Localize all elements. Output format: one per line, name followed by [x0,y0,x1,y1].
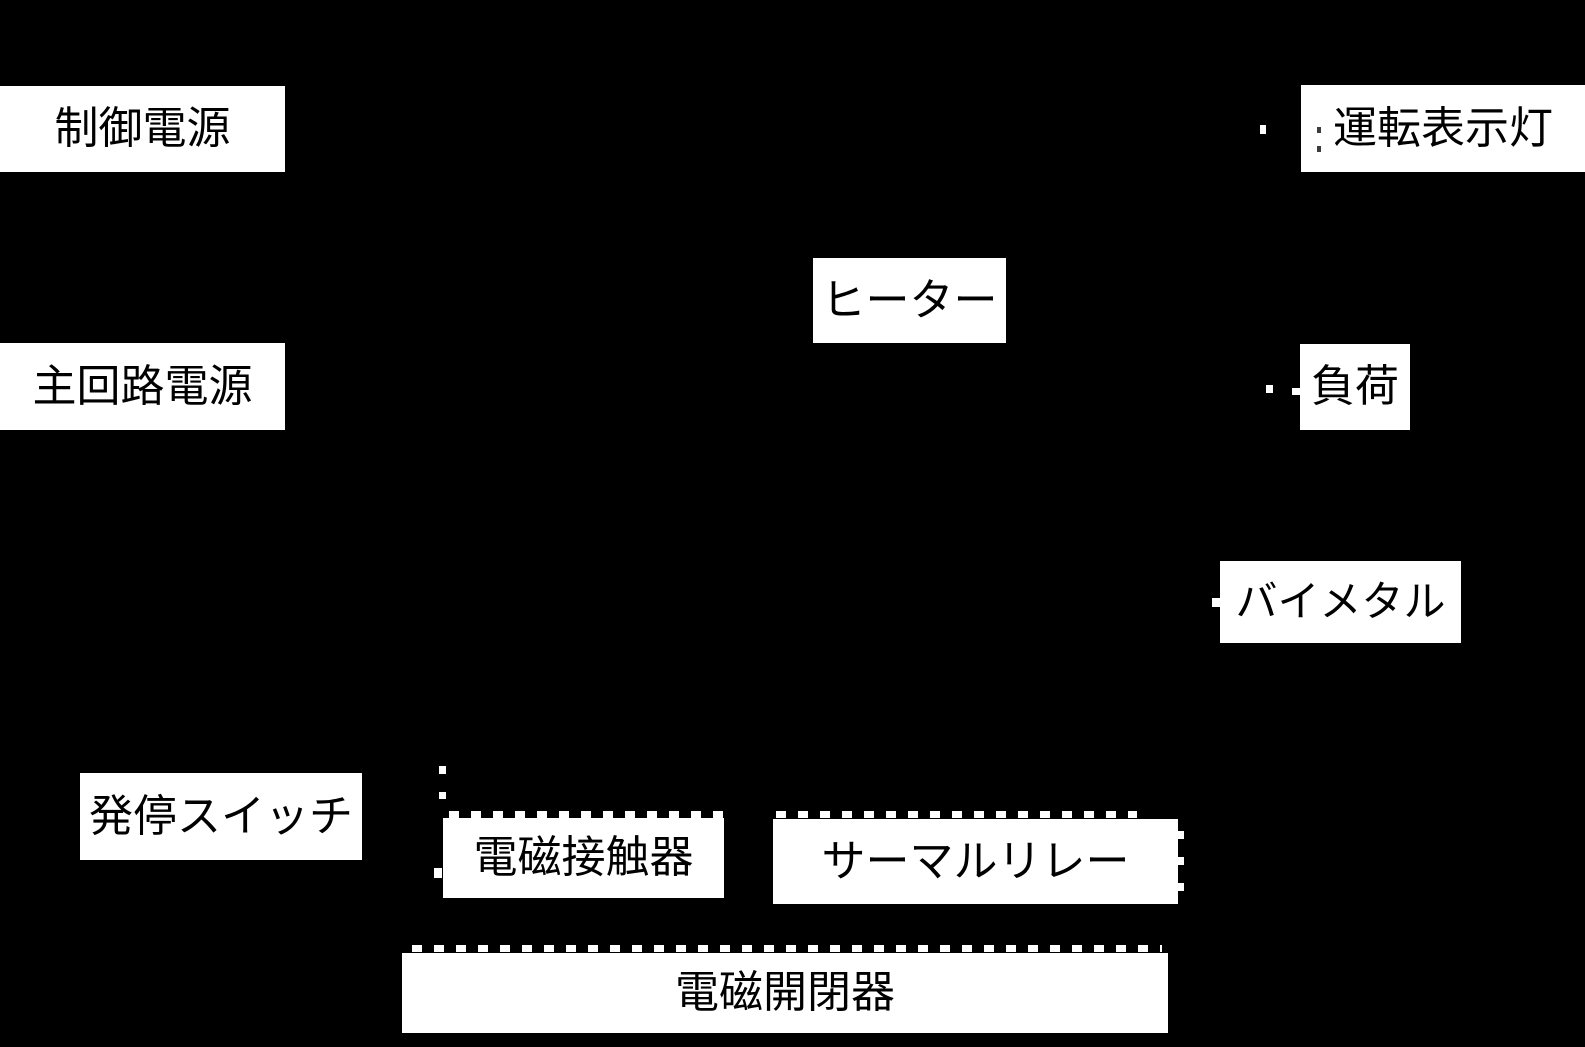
label-run-indicator-lamp-text: 運転表示灯 [1333,103,1553,153]
dashed-line-above-magnetic-switch [412,945,1162,952]
symbol-fragment-lamp-bottom [1317,146,1321,152]
label-thermal-relay-text: サーマルリレー [821,836,1130,886]
label-control-power-text: 制御電源 [54,104,231,153]
label-bimetal-text: バイメタル [1235,578,1446,625]
dashed-line-left-above-magnetic-contactor [439,766,446,799]
label-magnetic-contactor: 電磁接触器 [443,818,724,898]
label-heater-text: ヒーター [821,275,998,325]
label-bimetal: バイメタル [1220,561,1461,643]
label-control-power: 制御電源 [0,86,285,172]
label-load-text: 負荷 [1311,362,1399,411]
dashed-line-above-magnetic-contactor [449,811,725,818]
label-load: 負荷 [1300,344,1410,430]
wire-fragment-run-indicator-lamp [1260,125,1266,134]
label-start-stop-switch: 発停スイッチ [80,773,362,860]
label-thermal-relay: サーマルリレー [773,819,1178,904]
symbol-fragment-lamp-top [1317,127,1321,133]
label-magnetic-contactor-text: 電磁接触器 [473,833,694,882]
label-start-stop-switch-text: 発停スイッチ [89,791,353,841]
dashed-line-above-thermal-relay [776,811,1137,818]
wire-fragment-load-inner [1292,388,1301,395]
dashed-line-right-of-thermal-relay [1178,831,1184,891]
label-main-circuit-power-text: 主回路電源 [32,361,253,411]
label-heater: ヒーター [813,258,1006,343]
label-main-circuit-power: 主回路電源 [0,343,285,430]
wire-fragment-load-outer [1266,385,1273,393]
dash-fragment-left-of-magnetic-contactor [434,868,442,878]
label-magnetic-switch: 電磁開閉器 [402,953,1168,1033]
wire-fragment-bimetal [1212,598,1221,607]
label-magnetic-switch-text: 電磁開閉器 [675,968,895,1017]
label-run-indicator-lamp: 運転表示灯 [1301,85,1585,172]
